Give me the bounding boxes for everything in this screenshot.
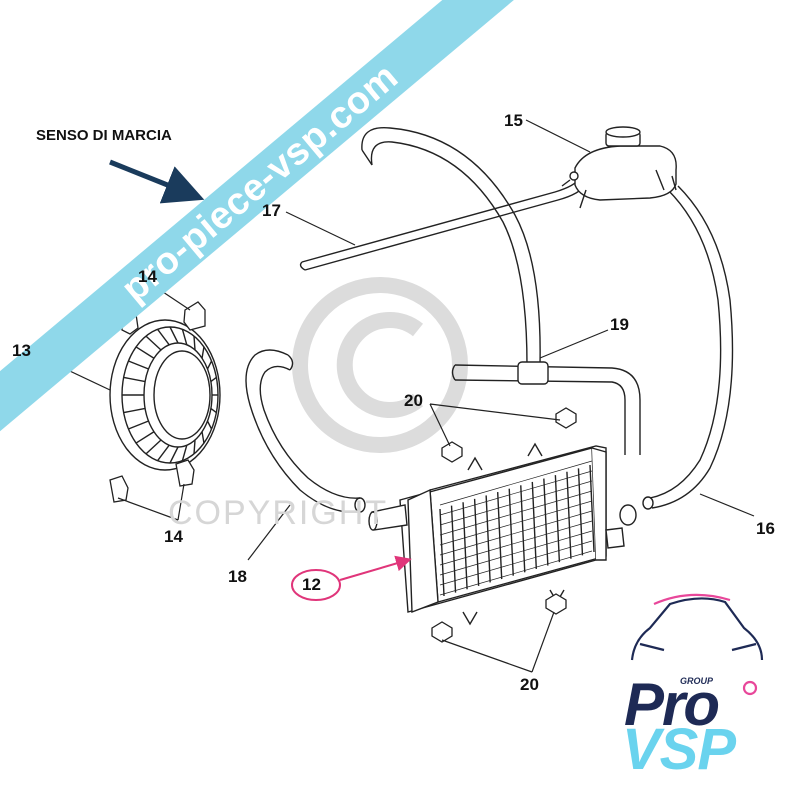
fan-shroud-rib xyxy=(169,446,179,464)
logo-group-text: GROUP xyxy=(680,676,714,686)
logo-vsp-text: VSP xyxy=(622,717,736,782)
radiator-fin-row xyxy=(439,520,593,566)
radiator-fin xyxy=(589,464,595,553)
radiator-fin-row xyxy=(439,500,593,546)
highlight-12 xyxy=(291,555,412,601)
fan-shroud-rib xyxy=(201,431,205,444)
radiator-fin xyxy=(508,488,514,576)
callout-15: 15 xyxy=(504,111,523,130)
hose-18 xyxy=(245,349,366,514)
radiator-fin xyxy=(543,478,549,566)
fan-shroud-rib xyxy=(206,360,213,370)
radiator-fin-row xyxy=(439,550,593,596)
radiator-fin-row xyxy=(439,460,593,506)
fan-shroud-rib xyxy=(128,360,149,370)
logo-car-outline xyxy=(630,593,764,696)
radiator-fin xyxy=(577,468,584,556)
leader-lines xyxy=(37,119,755,673)
radiator-fin xyxy=(496,492,503,580)
fan-shroud-rib xyxy=(193,439,196,454)
hose-16 xyxy=(642,185,734,510)
fan-shroud-rib xyxy=(193,336,196,351)
fan-shroud-rib xyxy=(145,335,162,351)
copyright-text: COPYRIGHT xyxy=(168,494,389,532)
radiator-fin xyxy=(450,505,457,593)
radiator-fin-row xyxy=(439,510,593,556)
fan-shroud-rib xyxy=(123,376,146,383)
callout-14-top: 14 xyxy=(138,267,157,286)
fan-shroud-13 xyxy=(109,319,221,471)
nut-20 xyxy=(431,407,577,643)
watermark-banner-bg xyxy=(0,0,566,445)
fan-shroud-rib xyxy=(210,407,217,414)
direction-label: SENSO DI MARCIA xyxy=(36,127,172,144)
radiator-12 xyxy=(368,442,637,626)
radiator-fin xyxy=(531,481,538,569)
radiator-fin xyxy=(566,471,572,559)
radiator-fin xyxy=(473,498,480,586)
fan-shroud-rib xyxy=(157,328,170,346)
fan-shroud-rib xyxy=(135,431,155,444)
hose-17 xyxy=(299,177,587,271)
radiator-fin xyxy=(520,485,526,573)
callout-20-top: 20 xyxy=(404,391,423,410)
fan-shroud-rib xyxy=(181,329,188,345)
fan-shroud-rib xyxy=(169,326,179,344)
radiator-fin-row xyxy=(439,530,593,576)
callout-19: 19 xyxy=(610,315,629,334)
radiator-fin-row xyxy=(439,470,593,516)
radiator-fin xyxy=(554,475,561,563)
expansion-tank-15 xyxy=(561,126,677,209)
fan-shroud-rib xyxy=(135,346,155,359)
fan-shroud-rib xyxy=(145,439,162,455)
hose-19 xyxy=(361,126,641,455)
callout-18: 18 xyxy=(228,567,247,586)
radiator-fin-row xyxy=(439,540,593,586)
logo-pro-text: Pro xyxy=(624,671,720,738)
callout-13: 13 xyxy=(12,341,31,360)
fan-shroud-rib xyxy=(206,420,213,430)
radiator-fin xyxy=(439,508,445,597)
fan-shroud-rib xyxy=(181,445,188,461)
callout-14-bottom: 14 xyxy=(164,527,183,546)
fan-shroud-rib xyxy=(201,346,205,359)
callout-12: 12 xyxy=(302,575,321,594)
radiator-fin-row xyxy=(439,480,593,526)
callout-17: 17 xyxy=(262,201,281,220)
fan-shroud-rib xyxy=(123,407,146,414)
direction-arrow xyxy=(109,159,205,204)
fan-shroud-rib xyxy=(128,420,149,430)
radiator-fin-row xyxy=(439,490,593,536)
callout-16: 16 xyxy=(756,519,775,538)
radiator-fin xyxy=(485,495,491,583)
callout-20-bottom: 20 xyxy=(520,675,539,694)
radiator-fin xyxy=(462,502,468,590)
bracket-14 xyxy=(109,301,206,503)
fan-shroud-rib xyxy=(157,444,170,462)
copyright-watermark xyxy=(292,277,468,453)
fan-shroud-rib xyxy=(210,376,217,383)
